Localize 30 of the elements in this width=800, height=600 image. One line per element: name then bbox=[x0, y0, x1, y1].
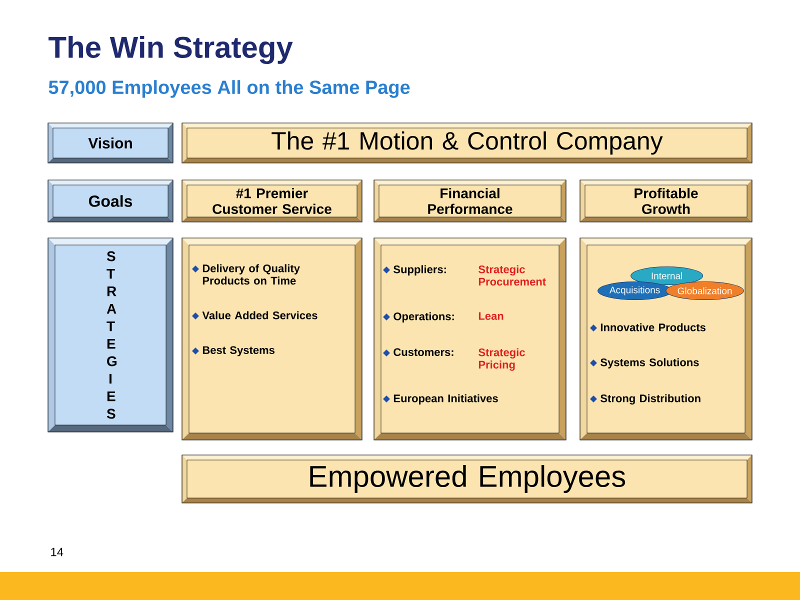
bullet-item: Value Added Services bbox=[192, 311, 318, 320]
goal-box: Profitable Growth bbox=[580, 180, 752, 222]
bullet-item: European Initiatives bbox=[383, 394, 498, 404]
label-box: Goals bbox=[48, 180, 174, 222]
strategy-text: Strategic Procurement bbox=[478, 265, 546, 286]
strategy-panel bbox=[182, 238, 362, 440]
statement-box: The #1 Motion & Control Company bbox=[182, 122, 752, 164]
page-number: 14 bbox=[51, 548, 64, 556]
bullet-item: Customers: bbox=[383, 348, 454, 356]
bullet-item: Systems Solutions bbox=[590, 358, 699, 368]
slide-title: The Win Strategy bbox=[48, 36, 293, 64]
label-box: Vision bbox=[48, 122, 174, 164]
bullet-item: Delivery of Quality Products on Time bbox=[192, 264, 300, 285]
goal-box: #1 Premier Customer Service bbox=[182, 180, 362, 222]
label-box: S T R A T E G I E S bbox=[48, 238, 174, 432]
subtitle: 57,000 Employees All on the Same Page bbox=[48, 80, 410, 98]
strategy-text: Strategic Pricing bbox=[478, 348, 525, 371]
ellipse-label: Internal bbox=[630, 266, 704, 286]
ellipse-label: Globalization bbox=[666, 282, 744, 300]
strategy-panel bbox=[580, 238, 752, 440]
bullet-item: Operations: bbox=[383, 312, 454, 322]
bullet-item: Best Systems bbox=[192, 346, 274, 356]
strategy-panel bbox=[374, 238, 566, 440]
bullet-item: Innovative Products bbox=[590, 323, 706, 332]
bullet-item: Strong Distribution bbox=[590, 394, 700, 405]
goal-box: Financial Performance bbox=[374, 180, 566, 222]
strategy-text: Lean bbox=[478, 312, 504, 320]
statement-box: Empowered Employees bbox=[182, 454, 752, 504]
bullet-item: Suppliers: bbox=[383, 265, 446, 276]
ellipse-label: Acquisitions bbox=[598, 282, 672, 300]
